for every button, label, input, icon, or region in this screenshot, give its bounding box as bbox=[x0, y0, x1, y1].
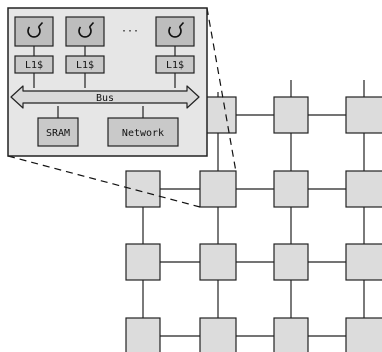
bus: Bus bbox=[10, 85, 200, 109]
mesh-tile bbox=[273, 96, 309, 134]
sram-box bbox=[37, 117, 79, 147]
l1-cache bbox=[155, 55, 195, 74]
network-label: Network bbox=[122, 128, 164, 139]
mesh-tile bbox=[273, 317, 309, 352]
l1-cache-label: L1$ bbox=[25, 60, 43, 71]
l1-cache-label: L1$ bbox=[166, 60, 184, 71]
core-box bbox=[155, 16, 195, 47]
mesh-tiles bbox=[125, 96, 382, 352]
core-n: L1$ bbox=[155, 16, 195, 74]
rotate-icon bbox=[168, 21, 185, 38]
zoom-line-top bbox=[206, 7, 237, 173]
mesh-tile bbox=[125, 317, 161, 352]
bus-arrow bbox=[10, 85, 200, 109]
rotate-icon bbox=[27, 21, 44, 38]
mesh-tile bbox=[199, 243, 237, 281]
core-2: L1$ bbox=[65, 16, 105, 74]
bus-label: Bus bbox=[96, 93, 114, 104]
network-box bbox=[107, 117, 179, 147]
tile-inset: L1$ L1$ ··· L1$ Bus bbox=[7, 7, 208, 157]
mesh-tile bbox=[273, 170, 309, 208]
rotate-icon bbox=[78, 21, 95, 38]
core-box bbox=[14, 16, 54, 47]
mesh-tile bbox=[345, 317, 382, 352]
core-1: L1$ bbox=[14, 16, 54, 74]
ellipsis: ··· bbox=[121, 26, 139, 37]
l1-cache bbox=[14, 55, 54, 74]
mesh-tile bbox=[345, 96, 382, 134]
l1-cache bbox=[65, 55, 105, 74]
zoom-lines bbox=[7, 7, 237, 208]
mesh-tile bbox=[199, 317, 237, 352]
zoom-line-bottom bbox=[7, 155, 201, 208]
sram-label: SRAM bbox=[46, 128, 70, 139]
mesh-tile bbox=[273, 243, 309, 281]
mesh-tile bbox=[345, 243, 382, 281]
mesh-tile bbox=[125, 170, 161, 208]
l1-cache-label: L1$ bbox=[76, 60, 94, 71]
mesh-tile bbox=[199, 170, 237, 208]
mesh-tile bbox=[125, 243, 161, 281]
mesh-links bbox=[142, 80, 365, 337]
mesh-tile bbox=[345, 170, 382, 208]
core-box bbox=[65, 16, 105, 47]
